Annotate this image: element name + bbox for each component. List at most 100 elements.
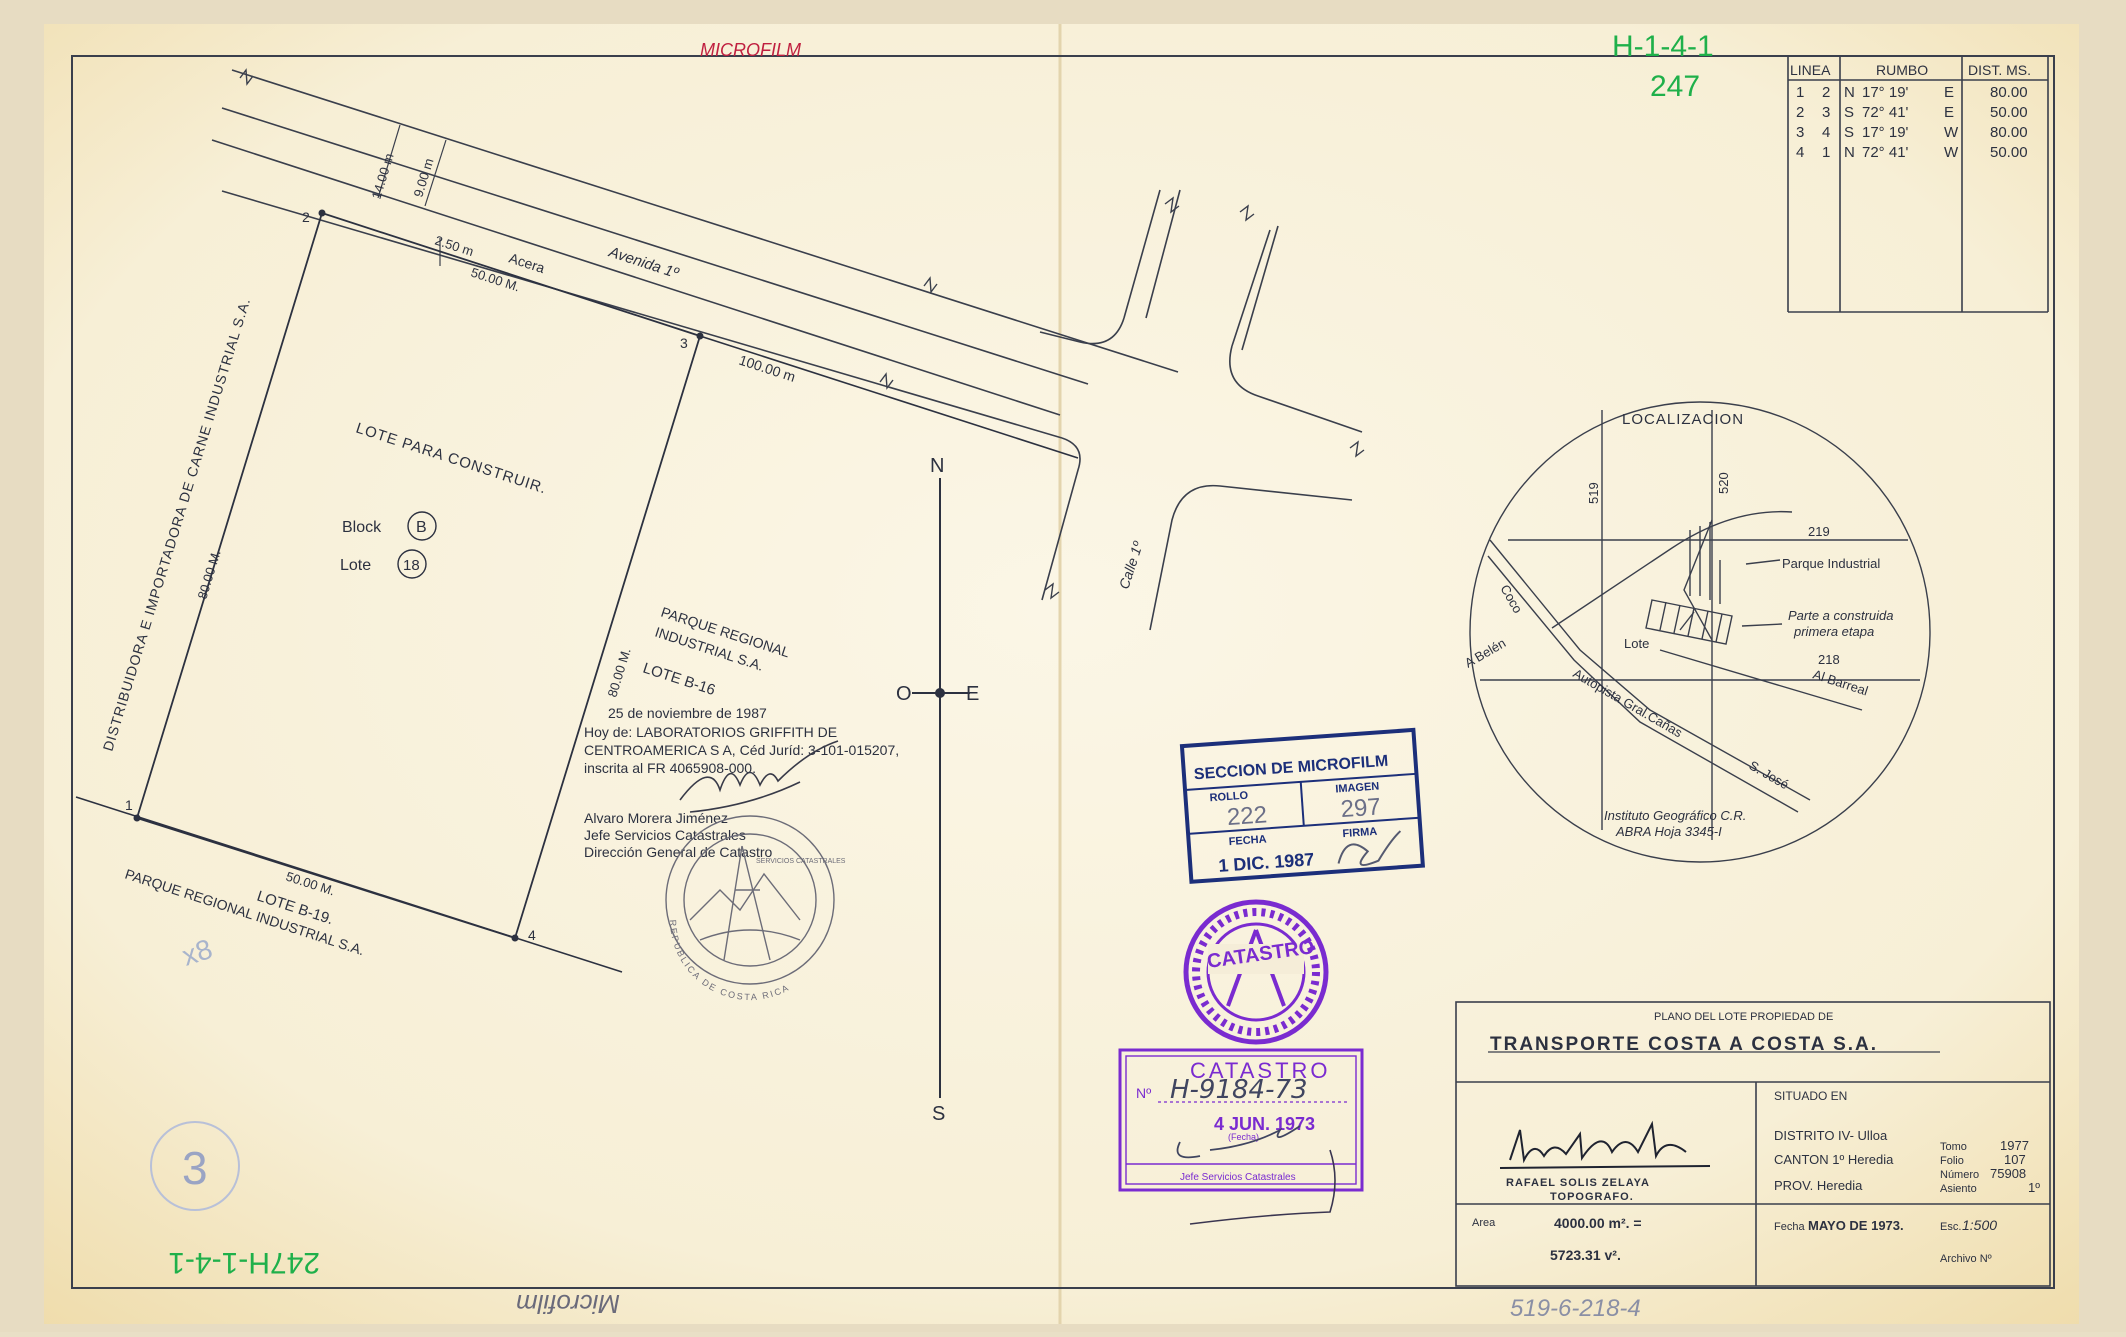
table-cell-dist: 80.00 [1990, 124, 2028, 141]
tb-numero-value: 75908 [1990, 1166, 2026, 1181]
grid-519: 519 [1586, 482, 1601, 504]
surveyor-signature [1499, 1120, 1711, 1169]
tb-numero-label: Número [1940, 1169, 1979, 1181]
signature-line-3: Dirección General de Catastro [584, 844, 773, 860]
table-cell-to: 4 [1822, 124, 1830, 141]
circled-number: 3 [150, 1121, 240, 1211]
annotation-line-3: CENTROAMERICA S A, Céd Juríd: 3-101-0152… [584, 742, 899, 758]
table-cell-to: 3 [1822, 104, 1830, 121]
microfilm-imagen-value: 297 [1340, 793, 1382, 823]
tb-escala-label: Esc. [1940, 1221, 1961, 1233]
lote-circle [397, 549, 427, 579]
location-title: LOCALIZACION [1622, 411, 1744, 428]
compass-e: E [966, 683, 979, 705]
tb-area-v2: 5723.31 v². [1550, 1247, 1621, 1263]
bottom-reference-note: 519-6-218-4 [1510, 1295, 1641, 1322]
seal-small-text: SERVICIOS CATASTRALES [756, 858, 846, 865]
tb-folio-label: Folio [1940, 1155, 1964, 1167]
table-cell-angle: 72° 41' [1862, 104, 1909, 121]
table-cell-angle: 72° 41' [1862, 144, 1909, 161]
tb-escala-value: 1:500 [1962, 1217, 1997, 1233]
table-header-dist: DIST. MS. [1968, 62, 2031, 78]
bearings-table [1787, 56, 2049, 313]
bottom-left-code: 247H-1-4-1 [168, 1246, 320, 1279]
south-boundary-extension [75, 796, 623, 973]
avenida-lines [211, 69, 1363, 631]
table-cell-from: 1 [1796, 84, 1804, 101]
block-value: B [416, 519, 427, 536]
table-cell-dist: 50.00 [1990, 144, 2028, 161]
tb-prov: PROV. Heredia [1774, 1178, 1863, 1193]
drawing-border [71, 55, 2055, 1289]
loc-source-2: ABRA Hoja 3345-I [1615, 824, 1722, 839]
vertex-1: 1 [125, 797, 133, 813]
microfilm-imagen-label: IMAGEN [1335, 780, 1380, 795]
microfilm-fecha-label: FECHA [1228, 833, 1267, 848]
tb-asiento-label: Asiento [1940, 1183, 1977, 1195]
block-label: Block [342, 519, 382, 536]
signature-line-1: Alvaro Morera Jiménez [584, 810, 728, 826]
handwritten-signature-1 [679, 740, 839, 813]
catastro-date-value: 4 JUN. 1973 [1214, 1114, 1315, 1134]
tb-surveyor: RAFAEL SOLIS ZELAYA [1506, 1177, 1650, 1189]
republic-seal [665, 815, 835, 985]
table-cell-ns: S [1844, 124, 1854, 141]
bottom-microfilm-note: Microfilm [516, 1289, 620, 1319]
table-cell-ns: S [1844, 104, 1854, 121]
loc-source-1: Instituto Geográfico C.R. [1604, 808, 1746, 823]
catastro-rect-stamp: CATASTRO Nº H-9184-73 4 JUN. 1973 (Fecha… [1118, 1048, 1364, 1225]
annotation-line-1: 25 de noviembre de 1987 [608, 705, 767, 721]
table-cell-ns: N [1844, 144, 1855, 161]
svg-text:3: 3 [182, 1142, 208, 1194]
tb-area-label: Area [1472, 1217, 1496, 1229]
catastro-date-caption: (Fecha) [1228, 1132, 1259, 1142]
tb-canton: CANTON 1º Heredia [1774, 1152, 1894, 1167]
lote-label: Lote [340, 557, 371, 574]
tb-asiento-value: 1º [2028, 1180, 2040, 1195]
table-cell-from: 3 [1796, 124, 1804, 141]
catastro-round-stamp: CATASTRO [1183, 899, 1329, 1045]
signature-line-2: Jefe Servicios Catastrales [584, 827, 746, 843]
tb-tomo-value: 1977 [2000, 1138, 2029, 1153]
loc-lote: Lote [1624, 636, 1649, 651]
table-cell-ew: E [1944, 84, 1954, 101]
loc-parte-1: Parte a construida [1788, 608, 1894, 623]
table-cell-angle: 17° 19' [1862, 124, 1909, 141]
compass-o: O [896, 683, 912, 705]
tb-heading: PLANO DEL LOTE PROPIEDAD DE [1654, 1011, 1833, 1023]
microfilm-rollo-value: 222 [1226, 801, 1268, 831]
east-line-extension [699, 335, 1079, 459]
vertex-2: 2 [302, 209, 310, 225]
table-header-rumbo: RUMBO [1876, 62, 1928, 78]
table-header-linea: LINEA [1790, 62, 1831, 78]
tb-folio-value: 107 [2004, 1152, 2026, 1167]
microfilm-stamp: SECCION DE MICROFILM ROLLO 222 IMAGEN 29… [1179, 727, 1426, 884]
catastro-rect-footer: Jefe Servicios Catastrales [1180, 1172, 1296, 1183]
top-microfilm-note: MICROFILM [700, 40, 801, 60]
table-cell-ns: N [1844, 84, 1855, 101]
tb-distrito: DISTRITO IV- Ulloa [1774, 1128, 1888, 1143]
table-cell-ew: W [1944, 144, 1959, 161]
loc-parque: Parque Industrial [1782, 556, 1880, 571]
tb-area-m2: 4000.00 m². = [1554, 1215, 1642, 1231]
table-cell-angle: 17° 19' [1862, 84, 1909, 101]
north-arrow [912, 478, 970, 1098]
vertex-3: 3 [680, 335, 688, 351]
block-circle [407, 511, 437, 541]
tb-tomo-label: Tomo [1940, 1141, 1967, 1153]
table-cell-to: 2 [1822, 84, 1830, 101]
tb-archivo: Archivo Nº [1940, 1253, 1992, 1265]
grid-219: 219 [1808, 524, 1830, 539]
table-cell-dist: 50.00 [1990, 104, 2028, 121]
tb-surveyor-title: TOPOGRAFO. [1550, 1191, 1634, 1203]
top-right-number: 247 [1650, 70, 1700, 103]
table-cell-from: 2 [1796, 104, 1804, 121]
table-cell-from: 4 [1796, 144, 1804, 161]
catastro-numero-label: Nº [1136, 1085, 1151, 1101]
table-cell-dist: 80.00 [1990, 84, 2028, 101]
tb-fecha-value: MAYO DE 1973. [1808, 1218, 1904, 1233]
top-right-code: H-1-4-1 [1612, 30, 1714, 63]
microfilm-rollo-label: ROLLO [1209, 790, 1249, 805]
